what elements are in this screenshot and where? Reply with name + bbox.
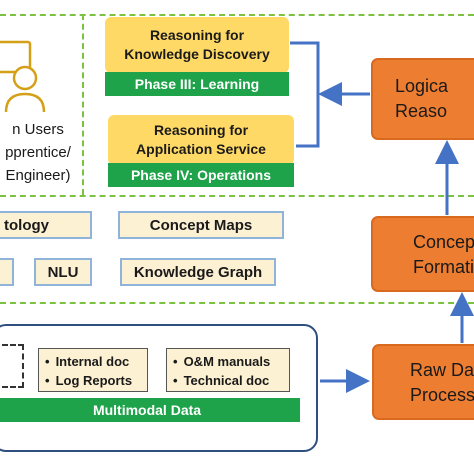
users-label: n Users pprentice/ Engineer)	[0, 118, 82, 187]
section-divider-middle	[0, 195, 474, 197]
users-line-3: Engineer)	[5, 167, 71, 184]
raw-line-1: Raw Da	[410, 360, 474, 380]
user-icon	[0, 40, 46, 113]
concept-maps-box: Concept Maps	[118, 211, 284, 239]
phase3-reasoning-box: Reasoning for Knowledge Discovery	[105, 17, 289, 73]
phase3-connector	[290, 41, 320, 148]
doc-om-manuals: O&M manuals	[173, 352, 289, 371]
doc-group-manuals: O&M manuals Technical doc	[166, 348, 290, 392]
users-line-2: pprentice/	[5, 144, 71, 161]
knowledge-graph-box: Knowledge Graph	[120, 258, 276, 286]
logical-reasoning-box: Logica Reaso	[371, 58, 474, 140]
multimodal-data-label: Multimodal Data	[0, 398, 300, 422]
doc-group-internal: Internal doc Log Reports	[38, 348, 148, 392]
phase4-label: Phase IV: Operations	[108, 163, 294, 187]
users-divider	[82, 14, 84, 195]
raw-data-processing-box: Raw Da Process	[372, 344, 474, 420]
logical-line-1: Logica	[395, 76, 449, 96]
phase3-title-line-1: Reasoning for	[149, 27, 245, 43]
doc-internal-doc: Internal doc	[45, 352, 147, 371]
phase3-label: Phase III: Learning	[105, 72, 289, 96]
doc-log-reports: Log Reports	[45, 371, 147, 390]
phase3-title-line-2: Knowledge Discovery	[124, 46, 270, 62]
users-line-1: n Users	[12, 121, 64, 138]
extra-knowledge-box	[0, 258, 14, 286]
dashed-source-box	[0, 344, 24, 388]
ontology-box: tology	[0, 211, 92, 239]
raw-line-2: Process	[410, 385, 474, 405]
phase4-title-line-2: Application Service	[136, 141, 266, 157]
doc-technical-doc: Technical doc	[173, 371, 289, 390]
phase4-reasoning-box: Reasoning for Application Service	[108, 115, 294, 165]
logical-line-2: Reaso	[395, 101, 448, 121]
section-divider-top	[0, 14, 474, 16]
phase4-title-line-1: Reasoning for	[153, 122, 249, 138]
concept-formation-box: Concep Formati	[371, 216, 474, 292]
section-divider-bottom	[0, 302, 474, 304]
concept-line-1: Concep	[413, 232, 474, 252]
nlu-box: NLU	[34, 258, 92, 286]
concept-line-2: Formati	[413, 257, 474, 277]
